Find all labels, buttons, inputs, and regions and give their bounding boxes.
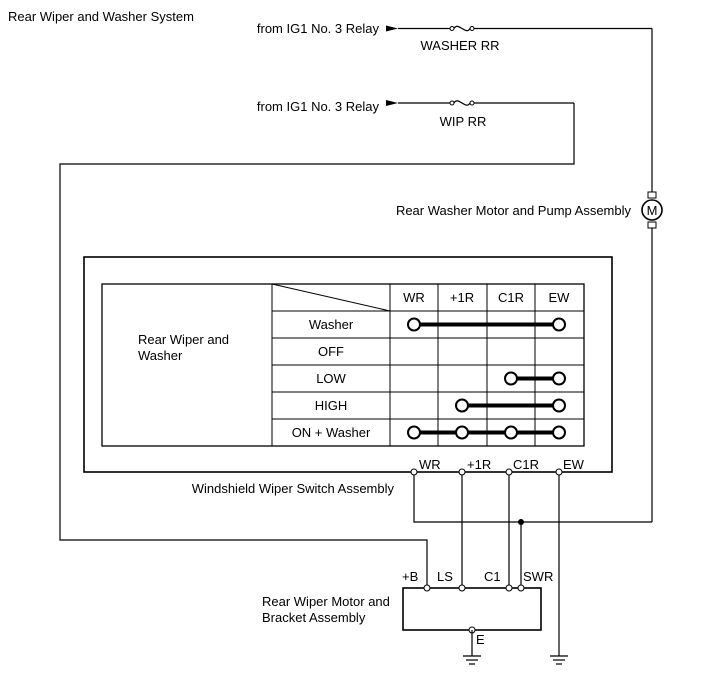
- switch-pins: [410, 468, 563, 476]
- position-label-washer: Washer: [309, 317, 354, 332]
- switch-continuity-table: [101, 283, 585, 447]
- ground-icon: [550, 655, 568, 665]
- column-header-c1r: C1R: [498, 290, 524, 305]
- continuity-marks: [407, 317, 566, 440]
- continuity-node: [407, 317, 421, 332]
- washer-motor-symbol: M: [647, 203, 658, 218]
- motor-pin-label-swr: SWR: [523, 569, 553, 584]
- ground-icon: [463, 655, 481, 665]
- washer-motor-icon: [641, 191, 663, 229]
- power-source-label-wiper: from IG1 No. 3 Relay: [257, 99, 380, 114]
- power-source-label-washer: from IG1 No. 3 Relay: [257, 21, 380, 36]
- fuse-label-wip-rr: WIP RR: [440, 114, 487, 129]
- switch-pin-label-c1r: C1R: [513, 457, 539, 472]
- continuity-node: [455, 425, 469, 440]
- ground-label-e: E: [476, 632, 485, 647]
- continuity-node: [504, 425, 518, 440]
- position-label-low: LOW: [316, 371, 346, 386]
- row-header-line1: Rear Wiper and: [138, 332, 229, 347]
- switch-pin-label-wr: WR: [419, 457, 441, 472]
- switch-pin-label-ew: EW: [563, 457, 585, 472]
- continuity-node: [552, 425, 566, 440]
- switch-assembly-outline: [83, 256, 613, 473]
- position-label-high: HIGH: [315, 398, 348, 413]
- wiper-motor-box: [402, 587, 542, 631]
- connector-arrow-icon: [386, 100, 398, 106]
- switch-assembly-label: Windshield Wiper Switch Assembly: [192, 481, 395, 496]
- position-label-off: OFF: [318, 344, 344, 359]
- fuse-label-washer-rr: WASHER RR: [421, 38, 500, 53]
- switch-pin-label-1r: +1R: [467, 457, 491, 472]
- motor-pin-label-c1: C1: [484, 569, 501, 584]
- continuity-node: [455, 398, 469, 413]
- wiper-motor-label-line1: Rear Wiper Motor and: [262, 594, 390, 609]
- position-label-on-washer: ON + Washer: [292, 425, 371, 440]
- continuity-node: [504, 371, 518, 386]
- fuse-wip-rr-icon: [398, 100, 574, 106]
- column-header-1r: +1R: [450, 290, 474, 305]
- fuse-washer-rr-icon: [398, 25, 652, 32]
- wiper-motor-label-line2: Bracket Assembly: [262, 610, 366, 625]
- continuity-node: [552, 398, 566, 413]
- row-header-line2: Washer: [138, 348, 183, 363]
- continuity-node: [552, 371, 566, 386]
- column-header-ew: EW: [549, 290, 571, 305]
- wire-junction-dot: [518, 519, 524, 525]
- motor-pin-label-b: +B: [402, 569, 418, 584]
- diagram-title: Rear Wiper and Washer System: [8, 9, 194, 24]
- motor-pins: [423, 584, 525, 634]
- continuity-node: [407, 425, 421, 440]
- connector-arrow-icon: [386, 25, 398, 32]
- motor-pin-label-ls: LS: [437, 569, 453, 584]
- continuity-node: [552, 317, 566, 332]
- column-header-wr: WR: [403, 290, 425, 305]
- washer-motor-label: Rear Washer Motor and Pump Assembly: [396, 203, 632, 218]
